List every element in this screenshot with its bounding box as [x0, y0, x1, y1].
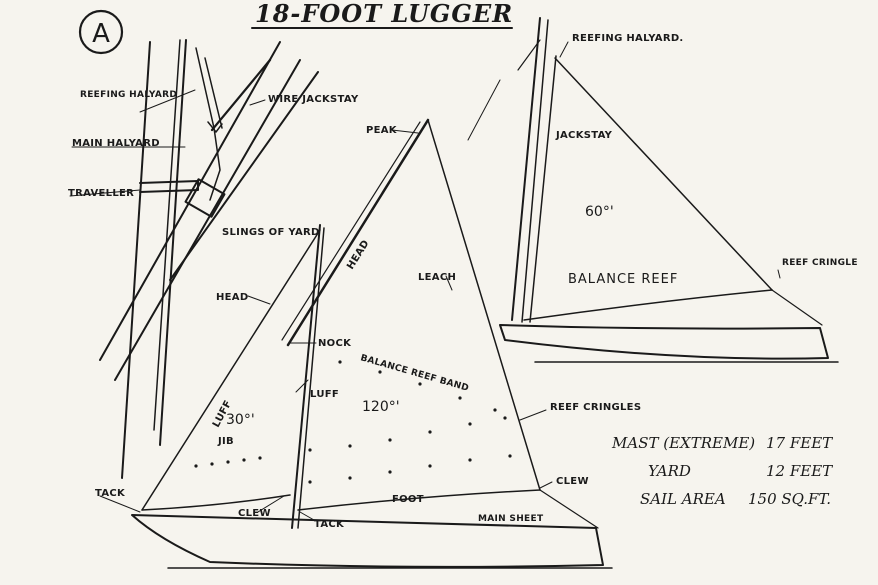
- label-jackstay: JACKSTAY: [555, 130, 613, 141]
- spec-value: 12 FEET: [766, 462, 833, 480]
- reef-point: [378, 370, 382, 374]
- reef-point: [428, 430, 432, 434]
- reef-point: [458, 396, 462, 400]
- reef-point: [348, 476, 352, 480]
- badge-letter: A: [92, 19, 110, 49]
- label-reefing-halyard-top: REEFING HALYARD.: [572, 33, 684, 44]
- label-balance-reef-band: BALANCE REEF BAND: [359, 353, 470, 394]
- reef-point: [194, 464, 198, 468]
- spec-name: MAST (EXTREME): [611, 434, 755, 452]
- label-wire-jackstay: WIRE JACKSTAY: [268, 94, 359, 105]
- spec-value: 150 SQ.FT.: [748, 490, 831, 508]
- label-leach: LEACH: [418, 272, 456, 283]
- spec-name: SAIL AREA: [640, 490, 726, 508]
- label-reef-cringles: REEF CRINGLES: [550, 402, 641, 413]
- reef-point: [508, 454, 512, 458]
- reef-point: [308, 448, 312, 452]
- area-reefed: 60°': [585, 204, 614, 220]
- label-main-halyard: MAIN HALYARD: [72, 138, 160, 149]
- label-slings-of-yard: SLINGS OF YARD: [222, 227, 320, 238]
- reef-point: [210, 462, 214, 466]
- label-tack-jib: TACK: [95, 488, 126, 499]
- label-nock: NOCK: [318, 338, 352, 349]
- label-head: HEAD: [216, 292, 248, 303]
- label-peak: PEAK: [366, 125, 398, 136]
- spec-value: 17 FEET: [766, 434, 833, 452]
- area-jib: 30°': [226, 412, 255, 428]
- label-foot: FOOT: [392, 494, 424, 505]
- reefed-boat: [467, 17, 839, 363]
- label-reefing-halyard: REEFING HALYARD: [80, 90, 177, 100]
- spec-name: YARD: [648, 462, 691, 480]
- rigging-detail: [69, 39, 319, 479]
- label-clew-main: CLEW: [556, 476, 589, 487]
- spec-table: MAST (EXTREME) 17 FEET YARD 12 FEET SAIL…: [611, 434, 833, 508]
- label-luff-main: LUFF: [310, 389, 339, 400]
- reef-point: [388, 438, 392, 442]
- diagram-title: 18-FOOT LUGGER: [255, 0, 513, 28]
- label-balance-reef: BALANCE REEF: [568, 272, 678, 287]
- diagram-badge: A: [78, 9, 124, 55]
- label-head-yard: HEAD: [345, 238, 372, 271]
- reef-point: [226, 460, 230, 464]
- reef-point: [428, 464, 432, 468]
- reef-point: [388, 470, 392, 474]
- area-main: 120°': [362, 399, 400, 415]
- label-clew-jib: CLEW: [238, 508, 271, 519]
- label-traveller: TRAVELLER: [68, 188, 134, 199]
- reef-point: [348, 444, 352, 448]
- reef-point: [468, 458, 472, 462]
- label-jib: JIB: [217, 436, 234, 447]
- label-tack-main: TACK: [314, 519, 345, 530]
- reef-point: [468, 422, 472, 426]
- reef-point: [258, 456, 262, 460]
- main-boat: [99, 118, 613, 569]
- reef-points: [194, 360, 512, 484]
- reef-point: [503, 416, 507, 420]
- label-reef-cringle: REEF CRINGLE: [782, 258, 858, 268]
- label-main-sheet: MAIN SHEET: [478, 514, 544, 524]
- reef-point: [418, 382, 422, 386]
- reef-point: [338, 360, 342, 364]
- reef-point: [242, 458, 246, 462]
- reef-point: [308, 480, 312, 484]
- reef-point: [493, 408, 497, 412]
